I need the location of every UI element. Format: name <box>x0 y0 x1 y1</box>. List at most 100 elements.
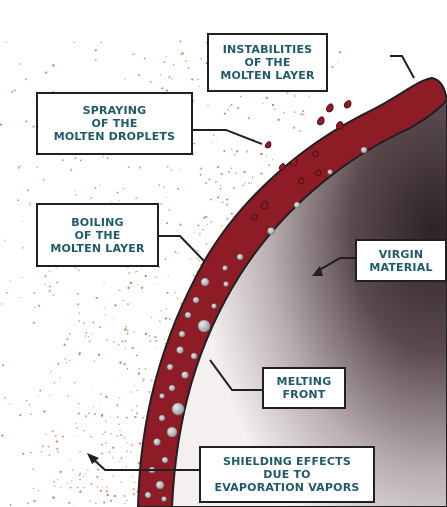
vapor-dot <box>177 188 179 190</box>
vapor-dot <box>22 247 24 249</box>
vapor-dot <box>135 197 137 199</box>
vapor-dot <box>94 463 96 465</box>
vapor-dot <box>101 452 103 454</box>
vapor-dot <box>193 274 195 276</box>
vapor-dot <box>124 328 126 330</box>
vapor-dot <box>139 442 141 444</box>
vapor-dot <box>263 103 264 104</box>
vapor-dot <box>166 222 168 224</box>
vapor-dot <box>19 166 20 167</box>
vapor-dot <box>92 386 93 387</box>
vapor-dot <box>197 79 199 81</box>
vapor-dot <box>125 348 126 349</box>
vapor-dot <box>107 494 109 496</box>
vapor-dot <box>120 481 121 482</box>
vapor-dot <box>124 78 125 79</box>
vapor-dot <box>206 244 207 245</box>
vapor-dot <box>85 473 86 474</box>
vapor-dot <box>220 188 222 190</box>
vapor-dot <box>197 250 199 252</box>
vapor-dot <box>223 150 225 152</box>
vapor-dot <box>100 490 102 492</box>
vapor-dot <box>99 405 100 406</box>
vapor-dot <box>235 173 236 174</box>
vapor-dot <box>167 166 169 168</box>
vapor-dot <box>93 361 95 363</box>
vapor-dot <box>197 258 199 260</box>
vapor-dot <box>78 412 80 414</box>
vapor-dot <box>114 304 116 306</box>
vapor-dot <box>128 272 130 274</box>
vapor-dot <box>45 433 47 435</box>
vapor-dot <box>83 322 85 324</box>
vapor-dot <box>71 168 72 169</box>
vapor-dot <box>0 124 2 126</box>
vapor-dot <box>226 198 228 200</box>
vapor-dot <box>309 96 310 97</box>
vapor-dot <box>96 476 98 478</box>
vapor-dot <box>4 397 6 399</box>
vapor-dot <box>175 292 177 294</box>
vapor-dot <box>56 448 58 450</box>
vapor-dot <box>226 218 228 220</box>
vapor-dot <box>121 457 123 459</box>
vapor-dot <box>127 287 129 289</box>
vapor-dot <box>49 394 50 395</box>
vapor-dot <box>286 92 288 94</box>
vapor-dot <box>260 153 262 155</box>
vapor-dot <box>69 360 70 361</box>
vapor-dot <box>41 451 43 453</box>
vapor-dot <box>130 282 132 284</box>
vapor-dot <box>33 322 35 324</box>
vapor-dot <box>42 445 44 447</box>
vapor-dot <box>231 104 233 106</box>
vapor-dot <box>59 377 60 378</box>
vapor-dot <box>163 61 165 63</box>
vapor-dot <box>221 225 223 227</box>
vapor-dot <box>133 493 135 495</box>
vapor-dot <box>118 461 119 462</box>
vapor-dot <box>199 260 201 262</box>
vapor-dot <box>266 97 268 99</box>
vapor-dot <box>234 154 236 156</box>
vapor-dot <box>135 271 136 272</box>
vapor-dot <box>199 233 200 234</box>
vapor-dot <box>102 434 103 435</box>
label-instabilities: INSTABILITIES OF THE MOLTEN LAYER <box>207 33 328 92</box>
vapor-dot <box>70 169 72 171</box>
vapor-dot <box>78 436 79 437</box>
vapor-dot <box>175 251 177 253</box>
vapor-dot <box>252 177 254 179</box>
vapor-dot <box>233 187 235 189</box>
vapor-dot <box>299 130 301 132</box>
vapor-dot <box>136 405 138 407</box>
vapor-dot <box>180 41 182 43</box>
vapor-dot <box>138 74 140 76</box>
vapor-dot <box>54 382 55 383</box>
vapor-dot <box>39 389 41 391</box>
vapor-dot <box>161 87 163 89</box>
vapor-dot <box>126 466 127 467</box>
vapor-dot <box>74 42 75 43</box>
vapor-dot <box>105 442 107 444</box>
vapor-dot <box>105 420 107 422</box>
vapor-dot <box>84 430 86 432</box>
vapor-dot <box>132 347 134 349</box>
vapor-dot <box>25 120 27 122</box>
vapor-dot <box>114 380 115 381</box>
vapor-dot <box>30 452 31 453</box>
vapor-dot <box>75 194 77 196</box>
vapor-dot <box>277 119 279 121</box>
vapor-dot <box>127 330 128 331</box>
vapor-dot <box>91 333 92 334</box>
vapor-dot <box>151 379 153 381</box>
vapor-dot <box>62 436 64 438</box>
vapor-dot <box>117 192 119 194</box>
vapor-dot <box>68 502 69 503</box>
vapor-dot <box>166 197 167 198</box>
vapor-dot <box>120 434 122 436</box>
vapor-dot <box>266 155 267 156</box>
vapor-dot <box>79 320 81 322</box>
vapor-dot <box>90 436 92 438</box>
label-virgin-material: VIRGIN MATERIAL <box>355 239 447 282</box>
